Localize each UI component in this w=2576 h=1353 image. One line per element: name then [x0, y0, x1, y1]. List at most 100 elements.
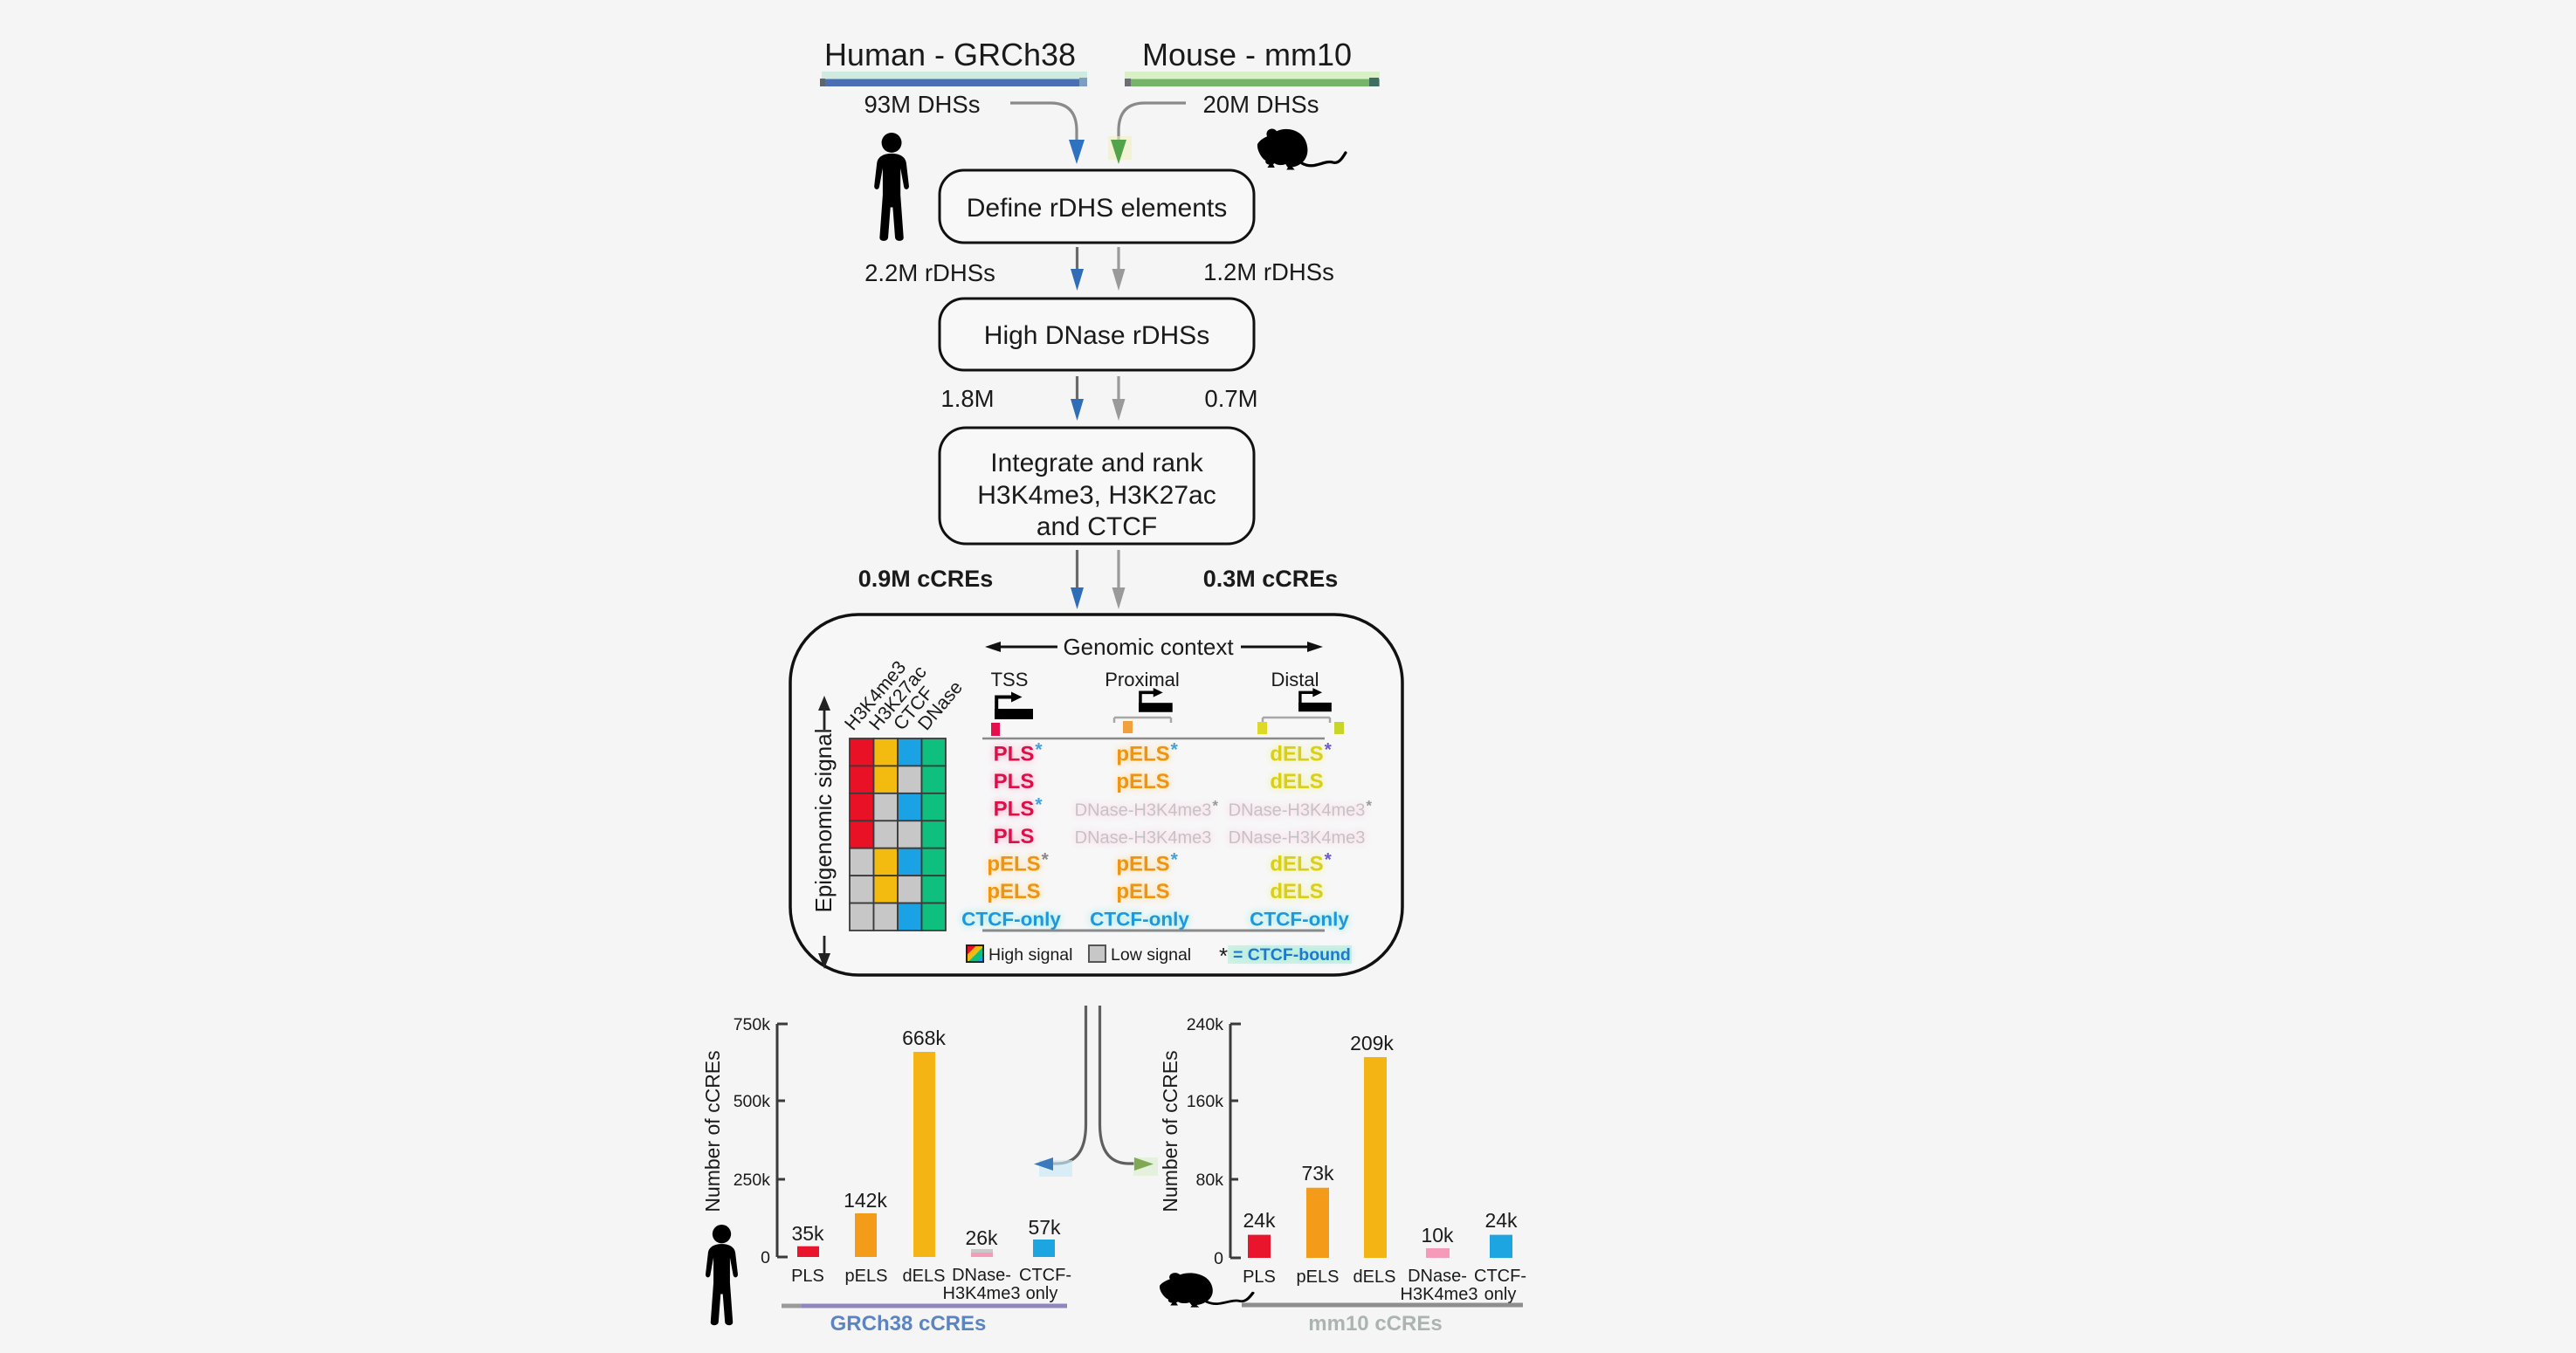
- svg-text:Number of cCREs: Number of cCREs: [701, 1050, 724, 1212]
- svg-text:PLS: PLS: [994, 743, 1035, 766]
- svg-text:PLS: PLS: [994, 825, 1035, 848]
- svg-text:dELS: dELS: [1270, 770, 1323, 793]
- svg-text:dELS: dELS: [1270, 853, 1323, 876]
- svg-text:DNase-H3K4me3: DNase-H3K4me3: [1229, 801, 1366, 821]
- svg-text:*: *: [1035, 795, 1043, 815]
- svg-text:and CTCF: and CTCF: [1037, 512, 1157, 541]
- svg-text:24k: 24k: [1484, 1209, 1518, 1232]
- svg-text:*: *: [1366, 798, 1372, 814]
- svg-text:CTCF-only: CTCF-only: [1250, 909, 1349, 931]
- svg-text:pELS: pELS: [987, 880, 1040, 903]
- svg-text:pELS: pELS: [1116, 880, 1169, 903]
- svg-text:PLS: PLS: [994, 825, 1035, 848]
- svg-text:PLS: PLS: [791, 1267, 824, 1286]
- svg-text:pELS: pELS: [987, 880, 1040, 903]
- svg-text:142k: 142k: [844, 1189, 887, 1212]
- svg-text:CTCF-: CTCF-: [1474, 1267, 1526, 1286]
- svg-text:35k: 35k: [791, 1222, 824, 1245]
- svg-text:26k: 26k: [965, 1226, 998, 1249]
- svg-text:24k: 24k: [1243, 1209, 1276, 1232]
- svg-text:dELS: dELS: [1270, 743, 1323, 766]
- svg-text:Low signal: Low signal: [1111, 945, 1191, 965]
- svg-text:DNase-H3K4me3: DNase-H3K4me3: [1229, 828, 1366, 848]
- svg-text:DNase-H3K4me3: DNase-H3K4me3: [1229, 801, 1366, 821]
- svg-text:93M DHSs: 93M DHSs: [864, 91, 981, 118]
- svg-text:PLS: PLS: [994, 798, 1035, 821]
- svg-text:DNase-: DNase-: [952, 1266, 1011, 1285]
- svg-text:1.8M: 1.8M: [940, 385, 994, 412]
- svg-text:DNase-H3K4me3: DNase-H3K4me3: [1075, 801, 1212, 821]
- svg-text:dELS: dELS: [1270, 853, 1323, 876]
- svg-text:750k: 750k: [734, 1015, 771, 1034]
- svg-text:pELS: pELS: [845, 1267, 888, 1286]
- svg-text:only: only: [1484, 1285, 1517, 1304]
- svg-text:668k: 668k: [902, 1027, 946, 1049]
- svg-text:240k: 240k: [1187, 1015, 1224, 1034]
- svg-text:DNase-H3K4me3: DNase-H3K4me3: [1075, 801, 1212, 821]
- svg-text:DNase-: DNase-: [1408, 1267, 1467, 1286]
- svg-text:only: only: [1026, 1284, 1058, 1303]
- svg-text:pELS: pELS: [1116, 770, 1169, 793]
- svg-text:250k: 250k: [734, 1171, 771, 1190]
- svg-text:mm10 cCREs: mm10 cCREs: [1308, 1312, 1442, 1336]
- svg-text:57k: 57k: [1028, 1216, 1061, 1239]
- svg-text:DNase-H3K4me3: DNase-H3K4me3: [1075, 828, 1212, 848]
- svg-text:PLS: PLS: [994, 770, 1035, 793]
- svg-text:209k: 209k: [1350, 1032, 1394, 1054]
- svg-text:Proximal: Proximal: [1105, 669, 1180, 690]
- svg-text:1.2M rDHSs: 1.2M rDHSs: [1203, 258, 1334, 285]
- svg-text:pELS: pELS: [987, 853, 1040, 876]
- svg-text:*: *: [1325, 740, 1333, 760]
- svg-text:pELS: pELS: [1116, 743, 1169, 766]
- svg-text:H3K4me3: H3K4me3: [943, 1284, 1021, 1303]
- svg-text:Genomic context: Genomic context: [1063, 634, 1234, 660]
- svg-text:PLS: PLS: [994, 770, 1035, 793]
- svg-text:CTCF-only: CTCF-only: [961, 909, 1061, 931]
- svg-text:0: 0: [1214, 1249, 1223, 1268]
- svg-text:pELS: pELS: [987, 853, 1040, 876]
- svg-text:Distal: Distal: [1271, 669, 1319, 690]
- svg-text:*: *: [1325, 850, 1333, 870]
- svg-text:CTCF-only: CTCF-only: [1090, 909, 1189, 931]
- svg-text:H3K4me3: H3K4me3: [1401, 1285, 1478, 1304]
- svg-text:20M DHSs: 20M DHSs: [1203, 91, 1319, 118]
- svg-text:*: *: [1042, 850, 1050, 870]
- svg-text:Mouse - mm10: Mouse - mm10: [1142, 37, 1352, 72]
- svg-text:GRCh38 cCREs: GRCh38 cCREs: [830, 1312, 987, 1336]
- svg-text:*: *: [1171, 740, 1179, 760]
- svg-text:dELS: dELS: [903, 1267, 946, 1286]
- svg-text:DNase-H3K4me3: DNase-H3K4me3: [1229, 828, 1366, 848]
- svg-text:PLS: PLS: [994, 798, 1035, 821]
- svg-text:0.3M cCREs: 0.3M cCREs: [1203, 566, 1339, 592]
- svg-text:*: *: [1219, 943, 1228, 969]
- svg-text:CTCF-only: CTCF-only: [961, 909, 1061, 931]
- svg-text:pELS: pELS: [1116, 880, 1169, 903]
- svg-text:pELS: pELS: [1116, 853, 1169, 876]
- svg-text:Define rDHS elements: Define rDHS elements: [967, 194, 1227, 223]
- svg-text:*: *: [1035, 740, 1043, 760]
- svg-text:dELS: dELS: [1270, 880, 1323, 903]
- svg-text:Number of cCREs: Number of cCREs: [1159, 1050, 1181, 1212]
- svg-text:= CTCF-bound: = CTCF-bound: [1233, 945, 1351, 965]
- svg-text:H3K4me3, H3K27ac: H3K4me3, H3K27ac: [977, 481, 1216, 510]
- svg-text:dELS: dELS: [1270, 770, 1323, 793]
- svg-text:PLS: PLS: [994, 743, 1035, 766]
- svg-text:pELS: pELS: [1116, 770, 1169, 793]
- svg-text:500k: 500k: [734, 1092, 771, 1111]
- svg-text:80k: 80k: [1196, 1171, 1224, 1190]
- svg-text:Human - GRCh38: Human - GRCh38: [824, 37, 1076, 72]
- svg-text:2.2M rDHSs: 2.2M rDHSs: [864, 259, 995, 286]
- svg-text:High DNase rDHSs: High DNase rDHSs: [984, 321, 1209, 350]
- svg-text:= CTCF-bound: = CTCF-bound: [1233, 945, 1351, 965]
- svg-text:pELS: pELS: [1297, 1267, 1340, 1287]
- svg-text:dELS: dELS: [1270, 880, 1323, 903]
- svg-text:dELS: dELS: [1270, 743, 1323, 766]
- svg-text:160k: 160k: [1187, 1092, 1224, 1111]
- svg-text:DNase-H3K4me3: DNase-H3K4me3: [1075, 828, 1212, 848]
- svg-text:0: 0: [761, 1248, 770, 1267]
- svg-text:CTCF-: CTCF-: [1019, 1266, 1071, 1285]
- svg-text:pELS: pELS: [1116, 743, 1169, 766]
- svg-text:*: *: [1212, 798, 1218, 814]
- svg-text:0.7M: 0.7M: [1204, 385, 1257, 412]
- svg-text:73k: 73k: [1301, 1162, 1334, 1185]
